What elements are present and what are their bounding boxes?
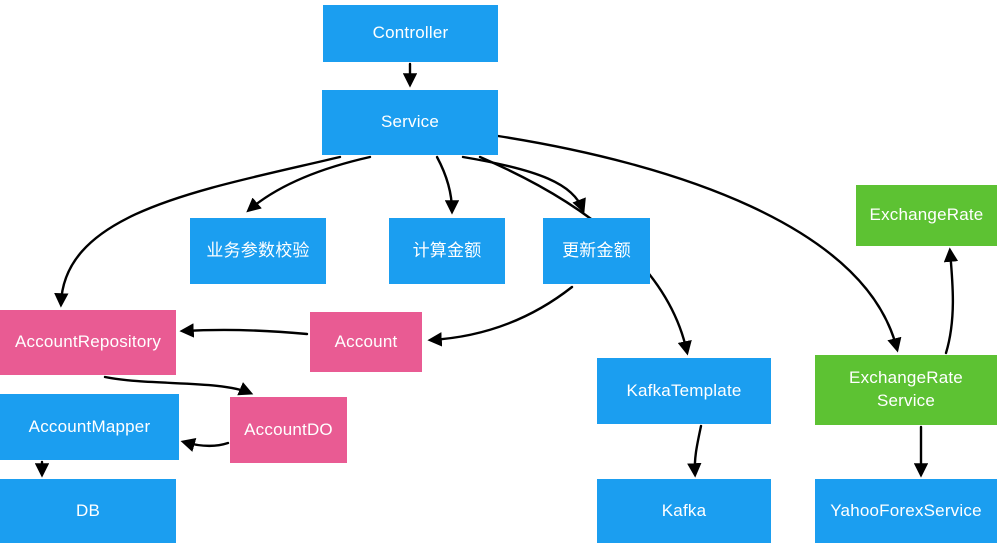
node-service: Service — [322, 90, 498, 155]
node-param-check: 业务参数校验 — [190, 218, 326, 284]
arrow-service-to-calc-amount — [435, 155, 460, 215]
node-update-amount: 更新金额 — [543, 218, 650, 284]
node-account: Account — [310, 312, 422, 372]
node-account-repository: AccountRepository — [0, 310, 176, 375]
arrow-account-repository-to-account-do — [103, 375, 254, 396]
node-exchange-rate-service: ExchangeRate Service — [815, 355, 997, 425]
node-kafka: Kafka — [597, 479, 771, 543]
arrow-account-to-account-repository — [179, 323, 309, 338]
node-kafka-template: KafkaTemplate — [597, 358, 771, 424]
arrow-update-amount-to-account — [427, 285, 574, 347]
node-controller: Controller — [323, 5, 498, 62]
node-db: DB — [0, 479, 176, 543]
node-account-mapper: AccountMapper — [0, 394, 179, 460]
arrow-service-to-param-check — [246, 155, 372, 213]
node-account-do: AccountDO — [230, 397, 347, 463]
arrow-account-do-to-account-mapper — [180, 438, 230, 452]
node-calc-amount: 计算金额 — [389, 218, 505, 284]
arrow-exchange-rate-service-to-exchange-rate — [943, 247, 959, 355]
arrow-service-to-update-amount — [461, 155, 586, 214]
arrow-kafka-template-to-kafka — [687, 424, 703, 478]
node-exchange-rate: ExchangeRate — [856, 185, 997, 246]
node-yahoo-forex-service: YahooForexService — [815, 479, 997, 543]
